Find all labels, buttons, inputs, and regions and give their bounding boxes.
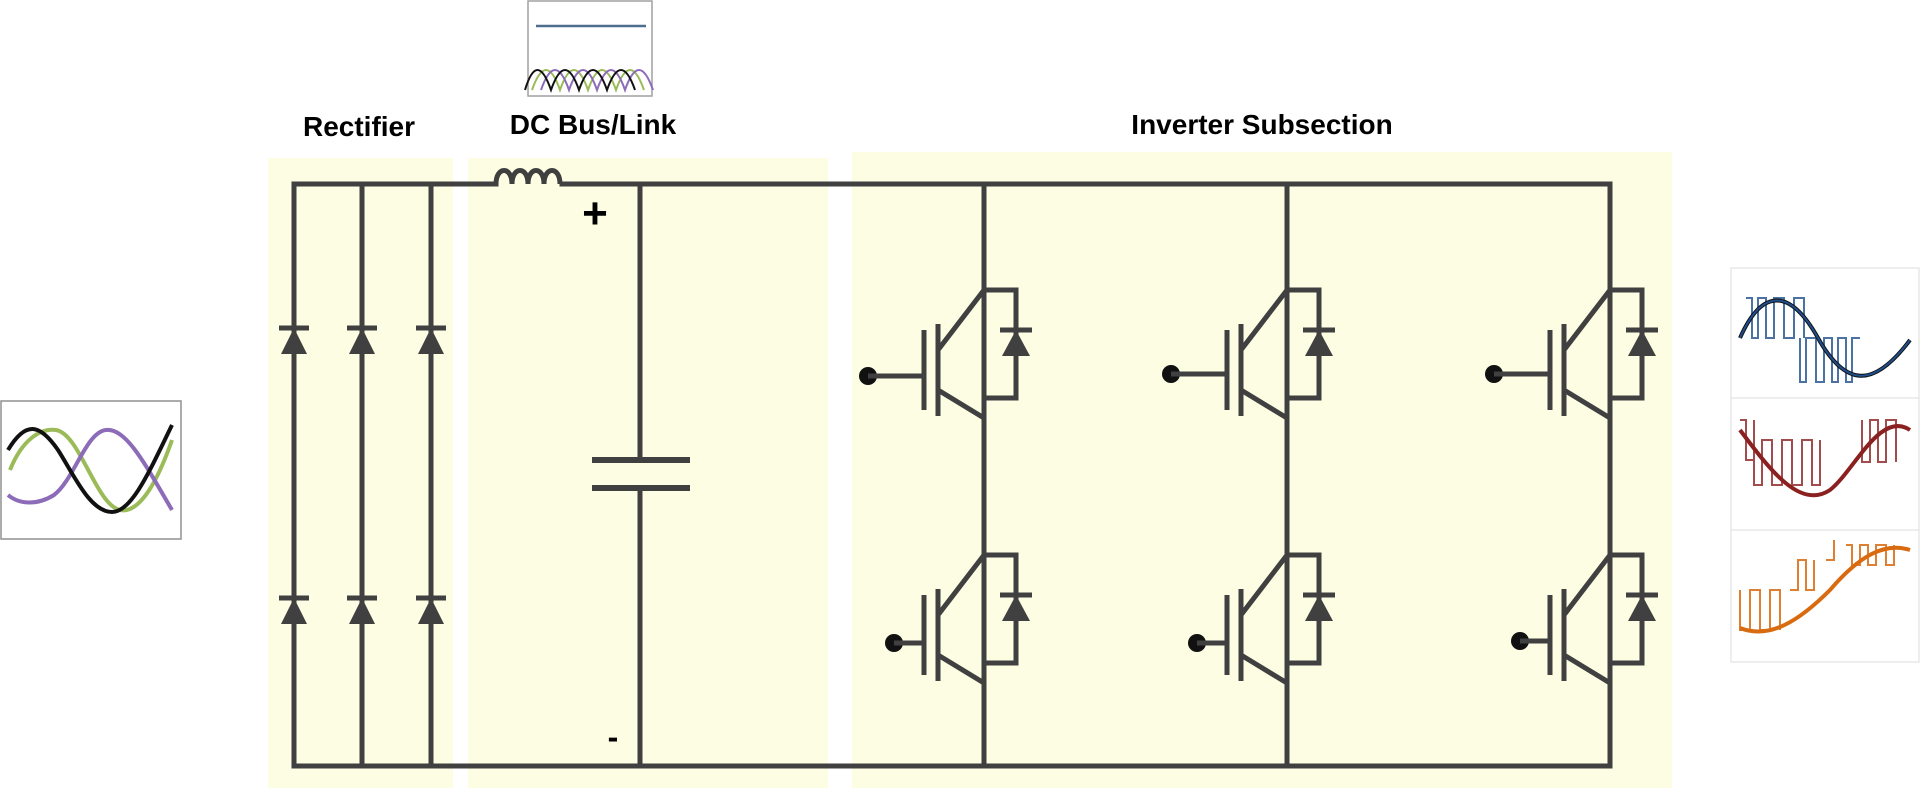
diode-icon: [347, 325, 377, 354]
igbt-switch-icon: [1485, 287, 1658, 421]
minus-sign: -: [608, 719, 619, 755]
inverter-leg: [1485, 181, 1658, 769]
dc-bus-section: [468, 158, 828, 788]
inverter-label: Inverter Subsection: [1131, 109, 1392, 140]
pwm-sine-orange-icon: [1739, 540, 1911, 634]
igbt-switch-icon: [1188, 552, 1335, 686]
diode-icon: [279, 325, 309, 354]
dc-bus-label: DC Bus/Link: [510, 109, 677, 140]
capacitor-icon: [592, 181, 690, 769]
inverter-leg: [1162, 181, 1335, 769]
igbt-switch-icon: [885, 552, 1032, 686]
pwm-sine-blue-icon: [1738, 297, 1912, 383]
diode-icon: [279, 595, 309, 624]
output-waveform-panel: [1730, 267, 1920, 663]
inverter-section: [852, 152, 1672, 788]
igbt-switch-icon: [1511, 552, 1658, 686]
three-phase-input-waveform-icon: [0, 400, 182, 540]
dc-bus-waveform-icon: [524, 0, 654, 97]
pwm-sine-red-icon: [1738, 419, 1912, 498]
rectifier-bridge: [279, 181, 446, 769]
igbt-switch-icon: [1162, 287, 1335, 421]
rectifier-label: Rectifier: [303, 111, 415, 142]
plus-sign: +: [582, 189, 608, 238]
diode-icon: [416, 595, 446, 624]
diode-icon: [416, 325, 446, 354]
igbt-switch-icon: [859, 287, 1032, 421]
inverter-leg: [859, 181, 1032, 769]
diode-icon: [347, 595, 377, 624]
inductor-icon: [493, 168, 563, 185]
